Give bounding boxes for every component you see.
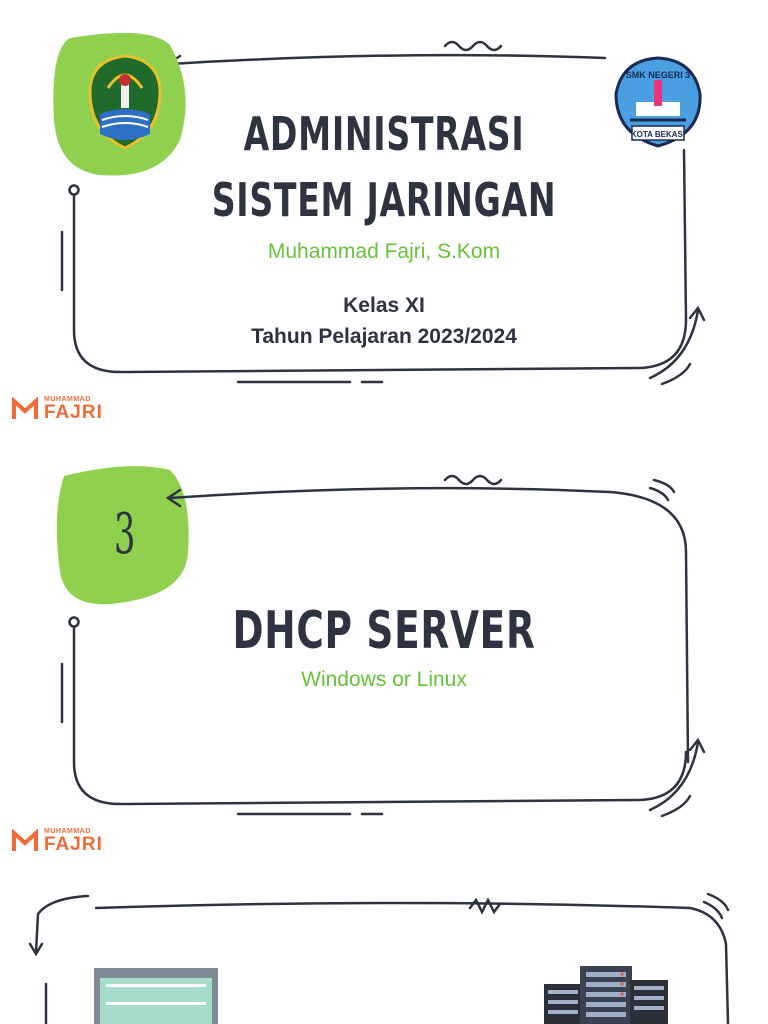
- emblem-text-top: SMK NEGERI 3: [626, 70, 691, 80]
- slide-1: SMK NEGERI 3 KOTA BEKASI ADMINISTRASI SI…: [0, 0, 768, 432]
- brand-big-text: FAJRI: [44, 402, 103, 423]
- brand-logo: MUHAMMAD FAJRI: [12, 396, 103, 422]
- year-label: Tahun Pelajaran 2023/2024: [251, 325, 517, 348]
- slide-3: [0, 864, 768, 1024]
- jawa-barat-emblem-icon: [88, 54, 162, 150]
- chapter-number: 3: [114, 502, 136, 567]
- page-title-line-1: ADMINISTRASI: [243, 107, 525, 161]
- brand-big-text: FAJRI: [44, 834, 103, 855]
- monitor-window-icon: [94, 968, 218, 1024]
- author-name: Muhammad Fajri, S.Kom: [267, 240, 501, 263]
- server-rack-icon: [544, 966, 668, 1024]
- brand-m-icon: [12, 397, 38, 419]
- brand-logo: MUHAMMAD FAJRI: [12, 828, 103, 854]
- slide-2: 3 DHCP SERVER Windows or Linux MUHAMMAD …: [0, 432, 768, 864]
- hand-drawn-frame: [28, 892, 730, 1024]
- subtitle: Windows or Linux: [301, 668, 467, 691]
- brand-m-icon: [12, 829, 38, 851]
- class-label: Kelas XI: [343, 294, 425, 317]
- page-title-line-2: SISTEM JARINGAN: [211, 173, 557, 227]
- brand-small-text: MUHAMMAD: [44, 396, 91, 403]
- emblem-text-bottom: KOTA BEKASI: [631, 130, 685, 139]
- page-title: DHCP SERVER: [232, 601, 536, 661]
- brand-small-text: MUHAMMAD: [44, 828, 91, 835]
- smk-negeri-3-emblem-icon: SMK NEGERI 3 KOTA BEKASI: [614, 56, 702, 148]
- hand-drawn-frame: [56, 466, 706, 818]
